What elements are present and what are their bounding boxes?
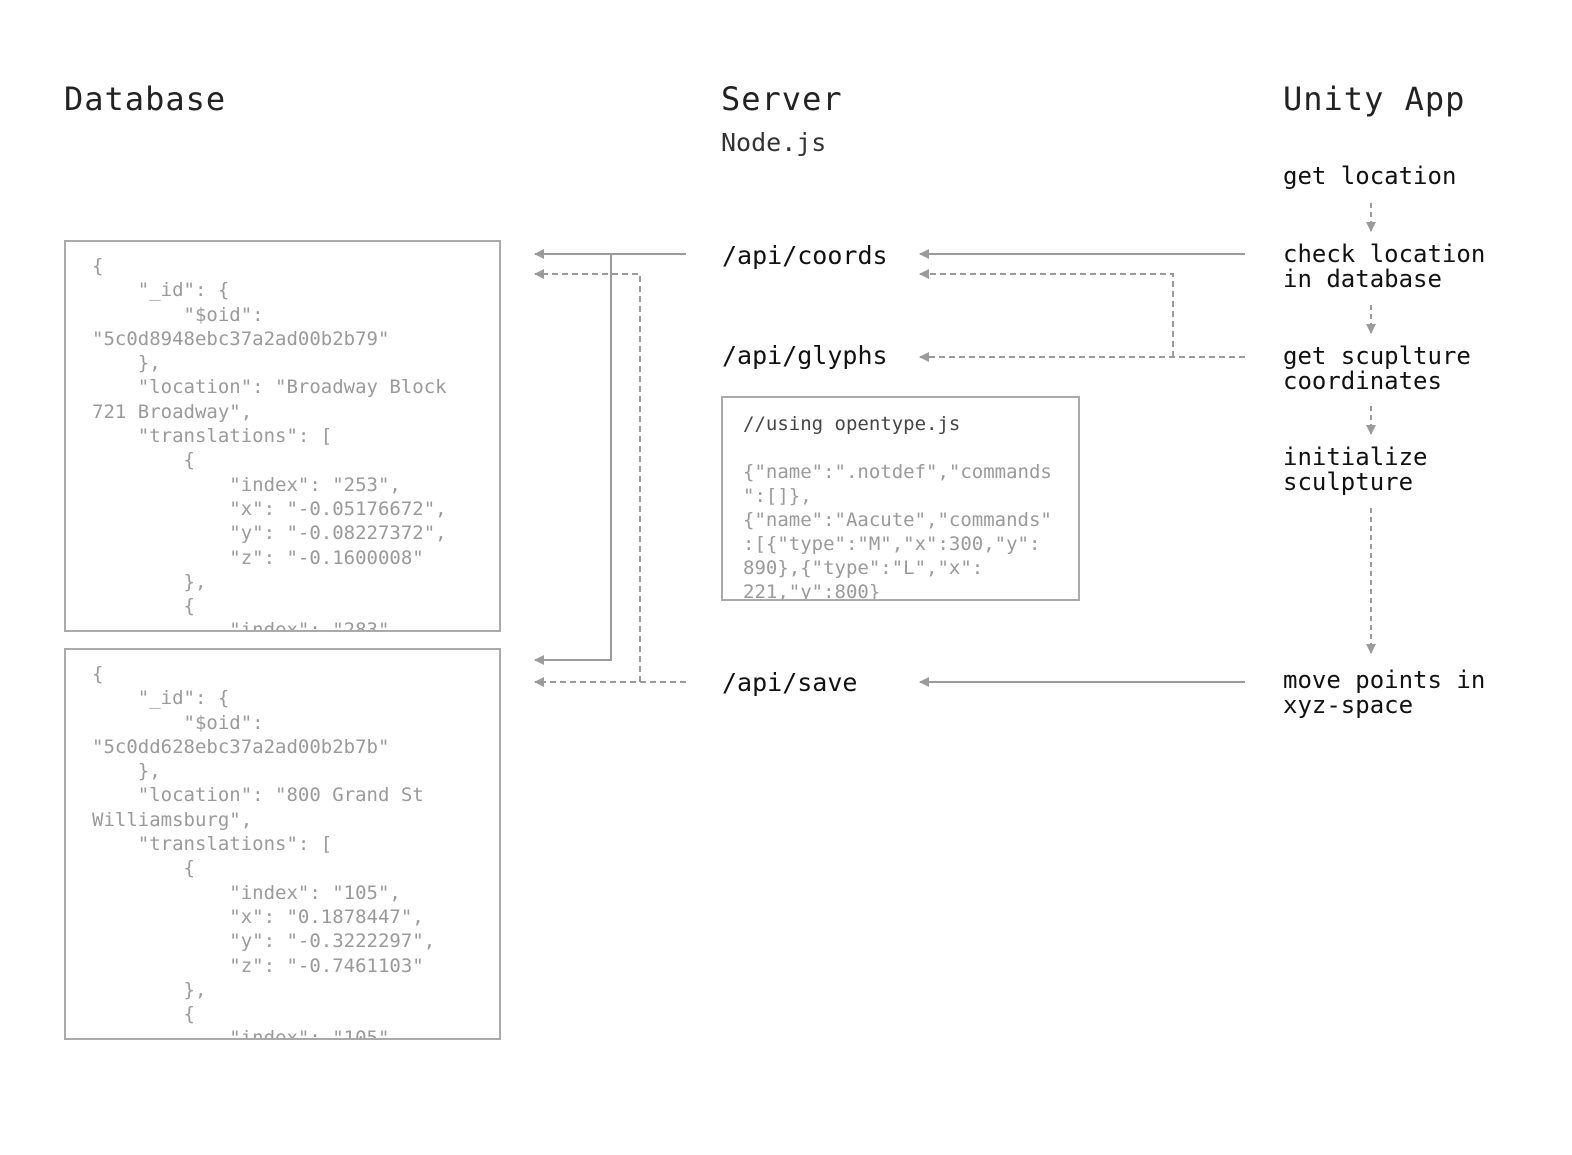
record-line: { [183, 595, 195, 618]
record-line: Williamsburg", [92, 808, 253, 831]
endpoint-glyphs: /api/glyphs [722, 341, 888, 370]
endpoint-coords: /api/coords [722, 241, 888, 270]
record-line: }, [137, 352, 161, 375]
record-line: "translations": [ [137, 425, 333, 448]
record-line: "5c0dd628ebc37a2ad00b2b7b" [92, 735, 390, 758]
record-line: }, [183, 570, 207, 593]
record-line: "location": "800 Grand St [137, 784, 424, 807]
glyph-code-line: :[{"type":"M","x":300,"y": [743, 533, 1041, 555]
glyph-code-box: //using opentype.js {"name":".notdef","c… [721, 396, 1080, 601]
record-line: "index": "283" [92, 619, 390, 632]
record-line: "index": "105", [229, 881, 401, 904]
record-line: "location": "Broadway Block [137, 376, 447, 399]
arrow-save-to-record-1 [534, 269, 641, 682]
record-line: "x": "-0.05176672", [229, 497, 447, 520]
database-heading: Database [64, 80, 227, 118]
glyph-code: //using opentype.js {"name":".notdef","c… [723, 398, 1078, 601]
step-get-location: get location [1283, 164, 1543, 189]
record-line: "x": "0.1878447", [229, 905, 424, 928]
server-heading: Server [721, 80, 843, 118]
record-line: { [183, 857, 195, 880]
step-line: xyz-space [1283, 691, 1414, 719]
arrow-app-to-coords-dashed [919, 269, 1174, 357]
step-line: check location [1283, 240, 1486, 268]
record-line: "z": "-0.1600008" [229, 546, 424, 569]
record-line: { [92, 663, 104, 685]
endpoint-save: /api/save [722, 668, 858, 697]
record-line: 721 Broadway", [92, 400, 253, 423]
app-heading: Unity App [1283, 80, 1466, 118]
arrow-coords-to-record-2 [534, 254, 612, 665]
record-line: "$oid": [183, 303, 264, 326]
step-line: get location [1283, 162, 1457, 190]
step-line: initialize [1283, 443, 1428, 471]
record-line: "_id": { [137, 687, 230, 710]
server-subtitle: Node.js [721, 128, 827, 157]
record-line: "index": "253", [229, 473, 401, 496]
record-line: { [183, 449, 195, 472]
record-line: "translations": [ [137, 833, 333, 856]
glyph-code-line: {"name":"Aacute","commands" [743, 509, 1052, 531]
glyph-code-line: 221,"y":800} [743, 581, 881, 601]
record-line: { [92, 255, 104, 277]
record-line: { [183, 1003, 195, 1026]
record-line: }, [183, 978, 207, 1001]
step-line: coordinates [1283, 367, 1442, 395]
glyph-code-line: ":[]}, [743, 485, 812, 507]
record-line: "5c0d8948ebc37a2ad00b2b79" [92, 327, 390, 350]
record-line: }, [137, 760, 161, 783]
step-line: get scuplture [1283, 342, 1471, 370]
step-line: move points in [1283, 666, 1486, 694]
database-record-1: { "_id": { "$oid": "5c0d8948ebc37a2ad00b… [64, 240, 501, 632]
glyph-code-line: 890},{"type":"L","x": [743, 557, 984, 579]
record-json: { "_id": { "$oid": "5c0dd628ebc37a2ad00b… [66, 650, 499, 1040]
glyph-code-lines: {"name":".notdef","commands ":[]}, {"nam… [743, 461, 1052, 601]
glyph-code-line: {"name":".notdef","commands [743, 461, 1052, 483]
record-line: "_id": { [137, 279, 230, 302]
record-line: "y": "-0.08227372", [229, 522, 447, 545]
glyph-code-comment: //using opentype.js [743, 413, 961, 435]
record-line: "$oid": [183, 711, 264, 734]
step-line: sculpture [1283, 468, 1414, 496]
record-line: "z": "-0.7461103" [229, 954, 424, 977]
step-line: in database [1283, 265, 1442, 293]
record-line: "y": "-0.3222297", [229, 930, 436, 953]
record-json: { "_id": { "$oid": "5c0d8948ebc37a2ad00b… [66, 242, 499, 632]
database-record-2: { "_id": { "$oid": "5c0dd628ebc37a2ad00b… [64, 648, 501, 1040]
record-line: "index": "105" [92, 1027, 390, 1040]
